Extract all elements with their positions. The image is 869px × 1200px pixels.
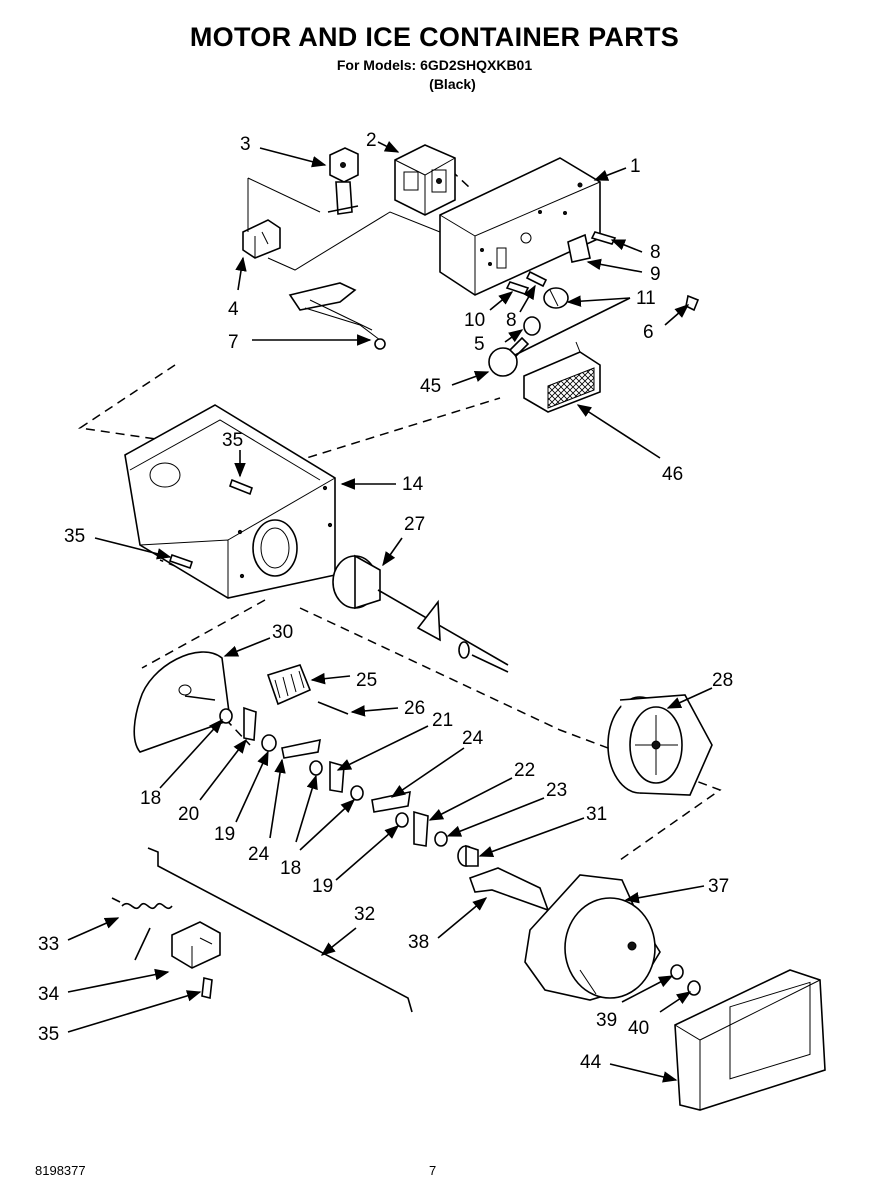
callout-20: 20: [178, 804, 199, 825]
part-spring: [111, 897, 173, 961]
part-motor-cover: [674, 969, 826, 1111]
part-washer-39: [670, 964, 684, 980]
callout-32: 32: [354, 904, 375, 925]
part-light-bulb: [488, 336, 530, 377]
callout-21: 21: [432, 710, 453, 731]
part-small-clip: [685, 294, 700, 312]
callout-24a: 24: [462, 728, 484, 749]
callout-33: 33: [38, 934, 59, 955]
callout-35c: 35: [38, 1024, 59, 1045]
callout-28: 28: [712, 670, 733, 691]
part-connector-block: [394, 144, 456, 216]
part-rod: [147, 847, 413, 1013]
callout-19b: 19: [312, 876, 333, 897]
callout-45: 45: [420, 376, 441, 397]
part-lamp-ring: [523, 316, 541, 336]
callout-4: 4: [228, 299, 239, 320]
callout-2: 2: [366, 130, 377, 151]
callout-6: 6: [643, 322, 654, 343]
part-lamp-socket: [543, 287, 569, 309]
callout-22: 22: [514, 760, 535, 781]
callout-46: 46: [662, 464, 683, 485]
part-spring-bracket: [171, 921, 221, 969]
part-screw-35a: [229, 478, 253, 496]
part-pin: [317, 701, 349, 715]
callout-37: 37: [708, 876, 729, 897]
callout-18a: 18: [140, 788, 161, 809]
leader-lines: [67, 141, 713, 1083]
callout-10: 10: [464, 310, 485, 331]
callout-7: 7: [228, 332, 239, 353]
page-title: MOTOR AND ICE CONTAINER PARTS: [189, 22, 680, 52]
guide-line-bracket: [247, 177, 321, 213]
part-clip: [567, 233, 591, 263]
callout-38: 38: [408, 932, 429, 953]
callout-9: 9: [650, 264, 661, 285]
part-motor: [524, 874, 661, 1001]
callout-8a: 8: [650, 242, 661, 263]
callout-11: 11: [636, 288, 656, 309]
callout-labels: 3 2 1 4 7 8 9 10 8 11 5 6 45 46 35 14 35…: [38, 130, 733, 1073]
part-auger: [332, 554, 509, 673]
callout-27: 27: [404, 514, 425, 535]
callout-39: 39: [596, 1010, 617, 1031]
color-line: (Black): [429, 76, 476, 92]
callout-30: 30: [272, 622, 293, 643]
callout-40: 40: [628, 1018, 649, 1039]
callout-18b: 18: [280, 858, 301, 879]
part-screw-35c: [201, 977, 213, 999]
part-switch-arm: [288, 282, 386, 350]
guide-line-housing: [267, 211, 441, 271]
part-mounting-plate: [133, 651, 231, 753]
callout-1: 1: [630, 156, 641, 177]
part-solenoid: [327, 147, 359, 215]
callout-24b: 24: [248, 844, 270, 865]
page-number: 7: [429, 1163, 437, 1178]
callout-14: 14: [402, 474, 424, 495]
callout-3: 3: [240, 134, 251, 155]
callout-35b: 35: [64, 526, 85, 547]
part-gear-block: [266, 664, 312, 706]
part-lamp-cover: [523, 341, 601, 413]
part-control-housing: [439, 157, 601, 296]
callout-34: 34: [38, 984, 60, 1005]
part-linkage-set: [219, 706, 448, 847]
callout-44: 44: [580, 1052, 602, 1073]
callout-31: 31: [586, 804, 607, 825]
part-bracket: [242, 219, 281, 259]
callout-19a: 19: [214, 824, 235, 845]
callout-35a: 35: [222, 430, 243, 451]
callout-5: 5: [474, 334, 485, 355]
models-line: For Models: 6GD2SHQXKB01: [336, 57, 533, 73]
callout-23: 23: [546, 780, 567, 801]
callout-26: 26: [404, 698, 425, 719]
callout-25: 25: [356, 670, 377, 691]
part-actuator: [468, 867, 550, 912]
doc-number: 8198377: [35, 1163, 86, 1178]
part-drive-wheel: [607, 694, 713, 796]
part-coupler: [457, 844, 479, 867]
part-screws-top: [505, 231, 617, 295]
callout-8b: 8: [506, 310, 517, 331]
